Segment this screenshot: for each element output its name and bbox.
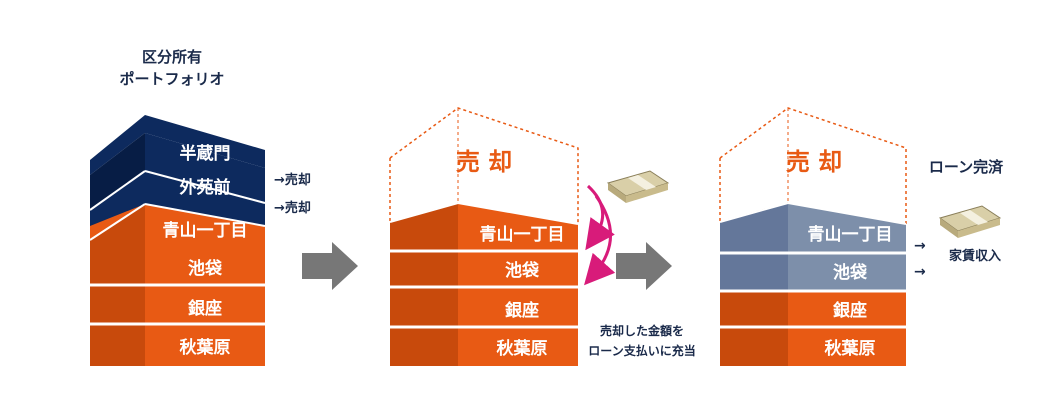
loan-complete-label: ローン完済 (929, 158, 1004, 176)
money-bundle-icon (938, 205, 1002, 238)
repay-arrow-2 (584, 195, 616, 286)
floor-hanzomon (145, 133, 265, 203)
building-2-sold-outline-right (389, 107, 579, 224)
building-1: 半蔵門 外苑前 青山一丁目 池袋 銀座 秋葉原 (89, 115, 266, 366)
b3-floor-ginza: 銀座 (833, 300, 867, 321)
step-arrow-1 (302, 242, 358, 290)
rent-income-label: 家賃収入 (949, 248, 1001, 264)
sell-note-1: →売却 (274, 172, 311, 188)
b2-floor-akihabara: 秋葉原 (497, 338, 548, 359)
building-3-sold-label: 売 却 (786, 148, 842, 176)
b3-floor-aoyama: 青山一丁目 (808, 224, 893, 245)
repay-note-line2: ローン支払いに充当 (588, 343, 695, 358)
building-3-sold-outline-right (719, 107, 907, 224)
building-3-paid-side (720, 203, 788, 291)
floor-label-hanzomon: 半蔵門 (180, 143, 231, 164)
b2-floor-ikebukuro: 池袋 (505, 260, 540, 281)
building-2-sold-label: 売 却 (456, 148, 512, 176)
b3-floor-akihabara: 秋葉原 (825, 338, 876, 359)
floor-label-gaienmae: 外苑前 (180, 177, 231, 198)
b2-floor-ginza: 銀座 (505, 300, 539, 321)
portfolio-title-line1: 区分所有 (142, 48, 202, 66)
b3-floor-ikebukuro: 池袋 (833, 262, 868, 283)
sell-note-2: →売却 (274, 200, 311, 216)
floor-label-ikebukuro: 池袋 (188, 258, 223, 279)
building-1-roof-left (90, 115, 145, 175)
building-2-orange-side (390, 203, 458, 366)
building-1-roof-right (145, 115, 265, 168)
floor-label-ginza: 銀座 (188, 298, 222, 319)
rent-arrow-1: → (914, 238, 926, 254)
repay-arrow-1 (585, 184, 615, 251)
floor-hanzomon-side (90, 133, 145, 210)
money-bundle-icon (606, 170, 670, 203)
floor-gaienmae (145, 171, 265, 226)
b2-floor-aoyama: 青山一丁目 (480, 224, 565, 245)
building-2: 売 却 青山一丁目 池袋 銀座 秋葉原 (389, 107, 579, 366)
floor-label-aoyama: 青山一丁目 (163, 220, 248, 241)
rent-arrow-2: → (914, 264, 926, 280)
repay-note-line1: 売却した金額を (600, 323, 684, 338)
step-arrow-2 (616, 242, 672, 290)
floor-label-akihabara: 秋葉原 (180, 337, 231, 358)
building-3: 売 却 青山一丁目 池袋 銀座 秋葉原 (719, 107, 907, 366)
portfolio-title-line2: ポートフォリオ (119, 70, 224, 88)
